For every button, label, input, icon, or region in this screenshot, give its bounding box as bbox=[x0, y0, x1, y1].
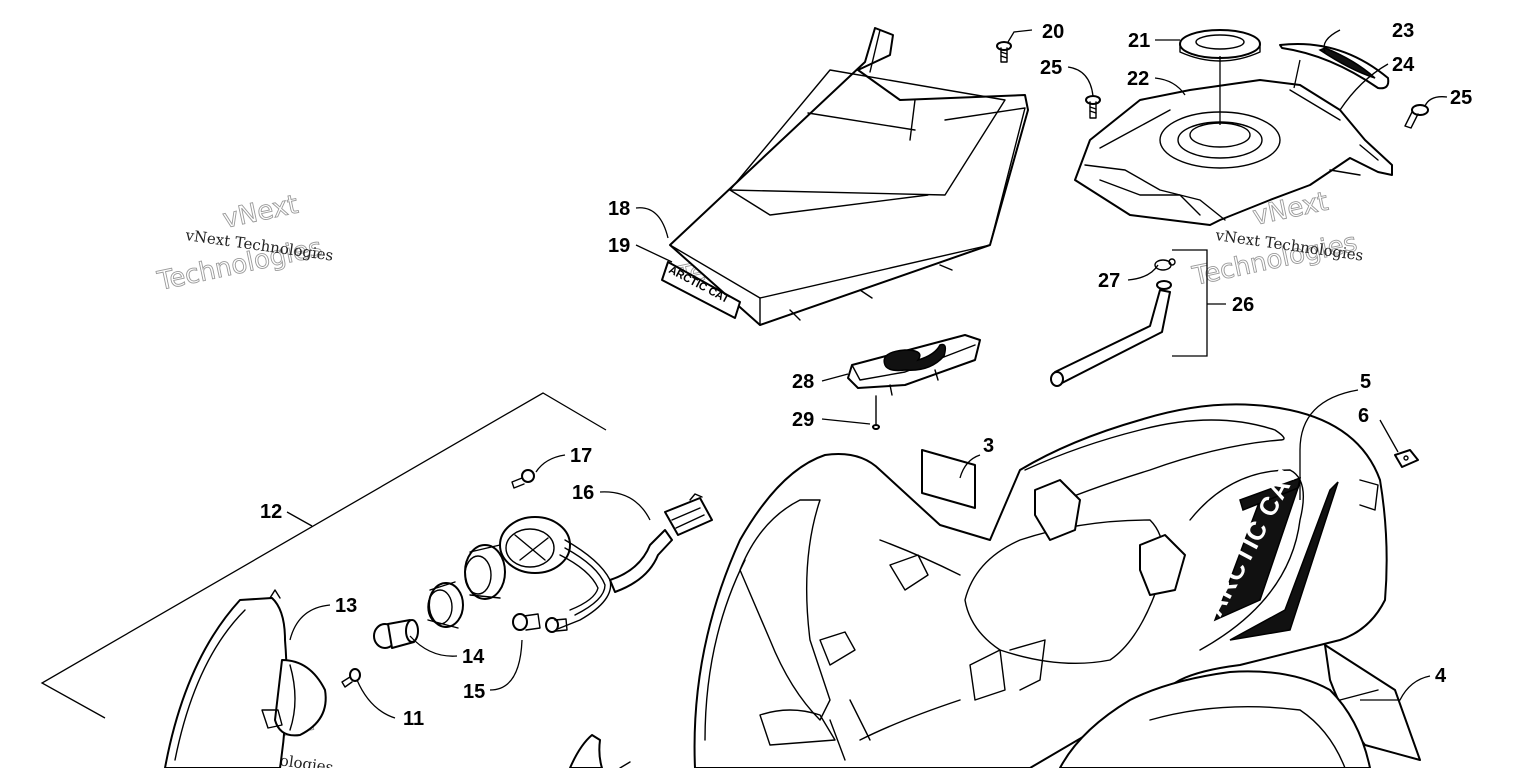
watermark-left: Technologies vNext vNext Technologies bbox=[154, 189, 335, 297]
callout-29: 29 bbox=[792, 409, 814, 431]
callout-20: 20 bbox=[1042, 21, 1064, 43]
callout-5: 5 bbox=[1360, 371, 1371, 393]
callout-3: 3 bbox=[983, 435, 994, 457]
part-26-vent-hose bbox=[1050, 249, 1208, 387]
watermark-outline-left-top: vNext bbox=[220, 190, 301, 235]
callout-12: 12 bbox=[260, 501, 282, 523]
callout-22: 22 bbox=[1127, 68, 1149, 90]
part-18-storage-lid: ARCTIC CAT bbox=[661, 27, 1029, 326]
callout-25-a: 25 bbox=[1040, 57, 1062, 79]
callout-11: 11 bbox=[403, 708, 424, 730]
part-11-screw bbox=[341, 668, 361, 688]
callout-26: 26 bbox=[1232, 294, 1254, 316]
callout-14: 14 bbox=[462, 646, 485, 668]
part-5-front-body: ARCTIC CAT bbox=[693, 403, 1388, 768]
part-seal-small bbox=[427, 581, 464, 629]
part-20-screw bbox=[996, 41, 1012, 63]
callout-24: 24 bbox=[1392, 54, 1415, 76]
part-22-tank-cover bbox=[1074, 79, 1393, 226]
callout-27: 27 bbox=[1098, 270, 1120, 292]
part-3-label bbox=[921, 449, 976, 509]
callout-13: 13 bbox=[335, 595, 357, 617]
callout-19: 19 bbox=[608, 235, 630, 257]
part-6-clip bbox=[1394, 449, 1419, 468]
part-25-screw-b bbox=[1404, 104, 1429, 129]
callout-17: 17 bbox=[570, 445, 592, 467]
callout-25-b: 25 bbox=[1450, 87, 1472, 109]
part-bottom-fragment bbox=[569, 734, 631, 768]
part-15-small-bulbs bbox=[512, 613, 568, 633]
part-13-headlight-housing bbox=[164, 589, 327, 768]
part-17-screw bbox=[511, 469, 535, 489]
callout-23: 23 bbox=[1392, 20, 1414, 42]
part-14-bulb bbox=[373, 619, 419, 649]
part-29-rivet bbox=[872, 395, 880, 430]
part-28-bumper bbox=[847, 334, 981, 396]
callout-16: 16 bbox=[572, 482, 594, 504]
part-25-screw-a bbox=[1085, 95, 1101, 119]
callout-15: 15 bbox=[463, 681, 485, 703]
callout-28: 28 bbox=[792, 371, 814, 393]
part-23-24-decal-strip bbox=[1279, 43, 1390, 90]
part-16-socket-harness bbox=[499, 493, 713, 631]
part-12-assembly-bracket bbox=[40, 392, 607, 719]
callout-4: 4 bbox=[1435, 665, 1447, 687]
part-27-clamp bbox=[1154, 258, 1176, 271]
part-4-side-panel bbox=[1059, 644, 1421, 768]
leader-lines bbox=[286, 29, 1448, 719]
part-seal-medium bbox=[464, 544, 506, 600]
callout-numbers: 3 4 5 6 11 12 13 14 15 16 17 18 19 20 21… bbox=[260, 20, 1472, 730]
callout-6: 6 bbox=[1358, 405, 1369, 427]
callout-21: 21 bbox=[1128, 30, 1150, 52]
callout-18: 18 bbox=[608, 198, 630, 220]
